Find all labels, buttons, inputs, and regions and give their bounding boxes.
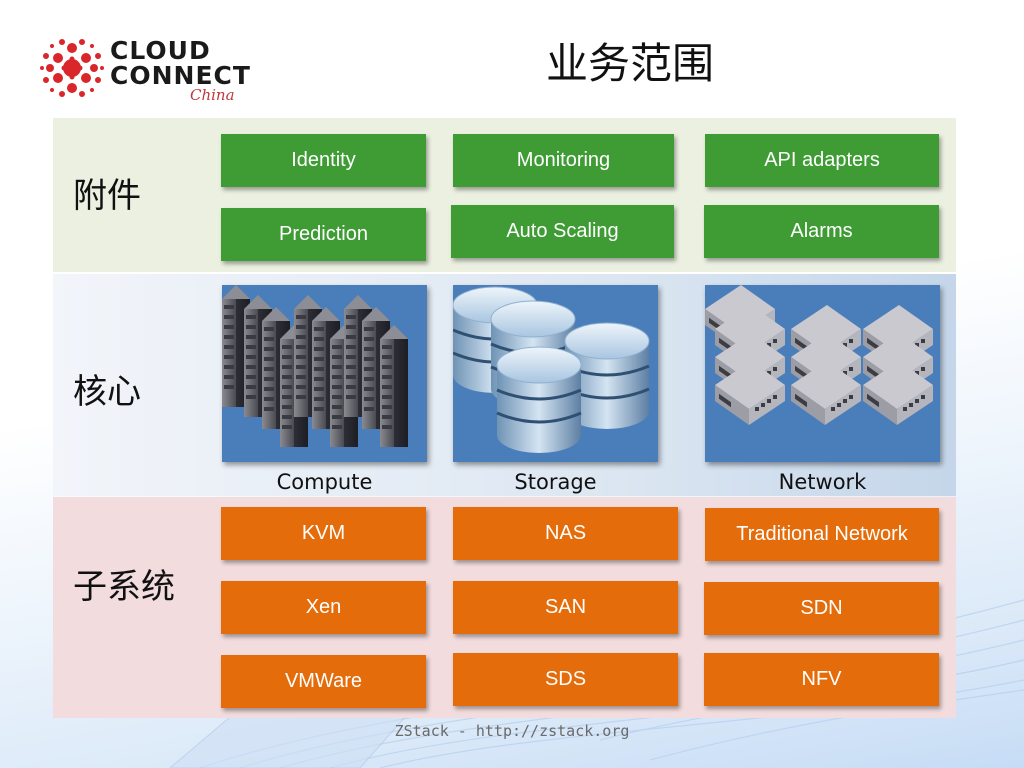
band-label-core: 核心 [73,372,141,412]
core-label-network: Network [778,470,867,494]
subsystem-traditional-network: Traditional Network [705,508,939,561]
band-label-addons: 附件 [73,176,141,216]
subsystem-sdn: SDN [704,582,939,635]
subsystem-kvm: KVM [221,507,426,560]
core-tile-compute [222,285,427,462]
subsystem-nfv: NFV [704,653,939,706]
addon-api-adapters: API adapters [705,134,939,187]
footer-text: ZStack - http://zstack.org [394,722,630,740]
core-label-storage: Storage [514,470,597,494]
logo-wordmark: CLOUD CONNECT [110,38,251,88]
logo-line2: CONNECT [110,61,251,90]
logo-subtitle: China [190,86,235,104]
cloud-connect-logo: CLOUD CONNECT China [38,34,258,106]
subsystem-san: SAN [453,581,678,634]
server-rack-icon [222,285,408,447]
network-switch-icon [705,285,933,425]
addon-monitoring: Monitoring [453,134,674,187]
core-tile-storage [452,285,658,462]
core-tile-network [705,285,940,462]
band-label-subsystems: 子系统 [73,567,175,607]
addon-prediction: Prediction [221,208,426,261]
addon-auto-scaling: Auto Scaling [451,205,674,258]
logo-dots-icon [40,39,104,97]
subsystem-sds: SDS [453,653,678,706]
subsystem-vmware: VMWare [221,655,426,708]
addon-identity: Identity [221,134,426,187]
subsystem-xen: Xen [221,581,426,634]
core-label-compute: Compute [276,470,373,494]
database-icon [452,286,651,455]
subsystem-nas: NAS [453,507,678,560]
slide-title: 业务范围 [545,39,714,88]
addon-alarms: Alarms [704,205,939,258]
logo-line1: CLOUD [110,36,211,65]
